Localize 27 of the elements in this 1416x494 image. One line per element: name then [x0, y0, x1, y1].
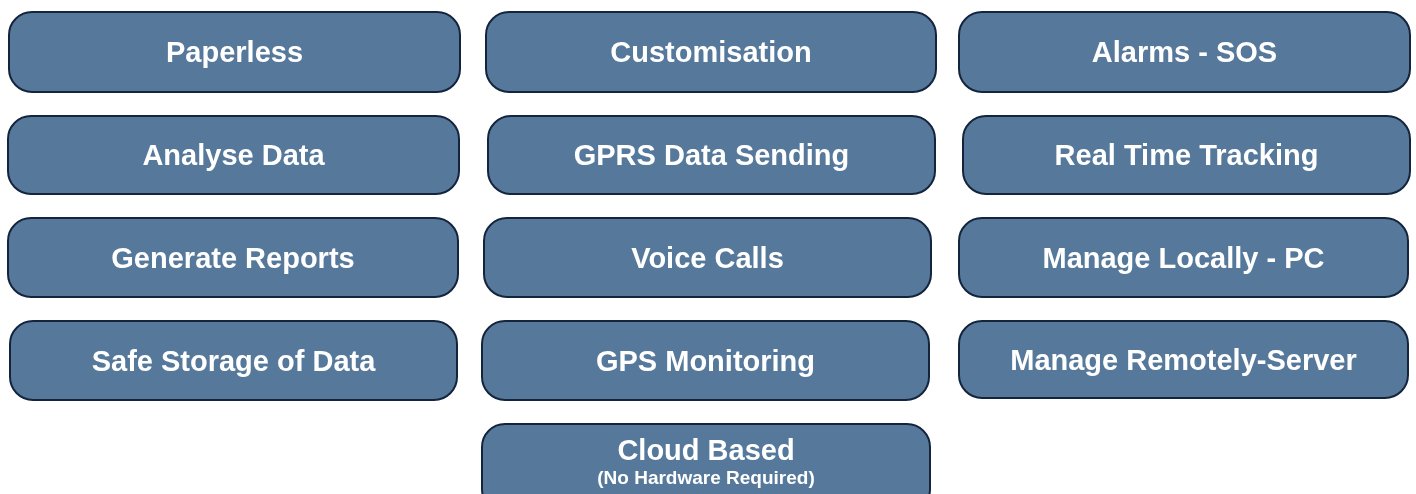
- feature-label: Manage Remotely-Server: [1010, 342, 1357, 377]
- feature-label: Customisation: [610, 35, 812, 69]
- feature-label: GPRS Data Sending: [573, 138, 850, 172]
- feature-label: Analyse Data: [142, 138, 325, 172]
- feature-box: [7, 115, 460, 195]
- feature-box: [483, 217, 932, 298]
- feature-box: [481, 320, 930, 401]
- feature-label: Paperless: [165, 35, 303, 69]
- feature-box: [7, 217, 459, 298]
- feature-box: [958, 217, 1409, 298]
- feature-label: Safe Storage of Data: [91, 343, 376, 378]
- feature-box: [958, 320, 1409, 399]
- feature-label: Cloud Based: [617, 433, 795, 467]
- feature-label: GPS Monitoring: [595, 343, 816, 378]
- feature-label: Generate Reports: [111, 240, 355, 275]
- feature-label: Alarms - SOS: [1091, 35, 1278, 69]
- feature-label: Manage Locally - PC: [1042, 240, 1325, 275]
- feature-note: (No Hardware Required): [597, 467, 815, 489]
- feature-box: [962, 115, 1411, 195]
- feature-box: [487, 115, 936, 195]
- feature-label: Voice Calls: [631, 240, 784, 275]
- feature-label: Real Time Tracking: [1054, 138, 1319, 172]
- feature-box: [481, 423, 931, 494]
- feature-box: [485, 11, 937, 93]
- feature-box: [9, 320, 458, 401]
- feature-box: [958, 11, 1411, 93]
- feature-box: [8, 11, 461, 93]
